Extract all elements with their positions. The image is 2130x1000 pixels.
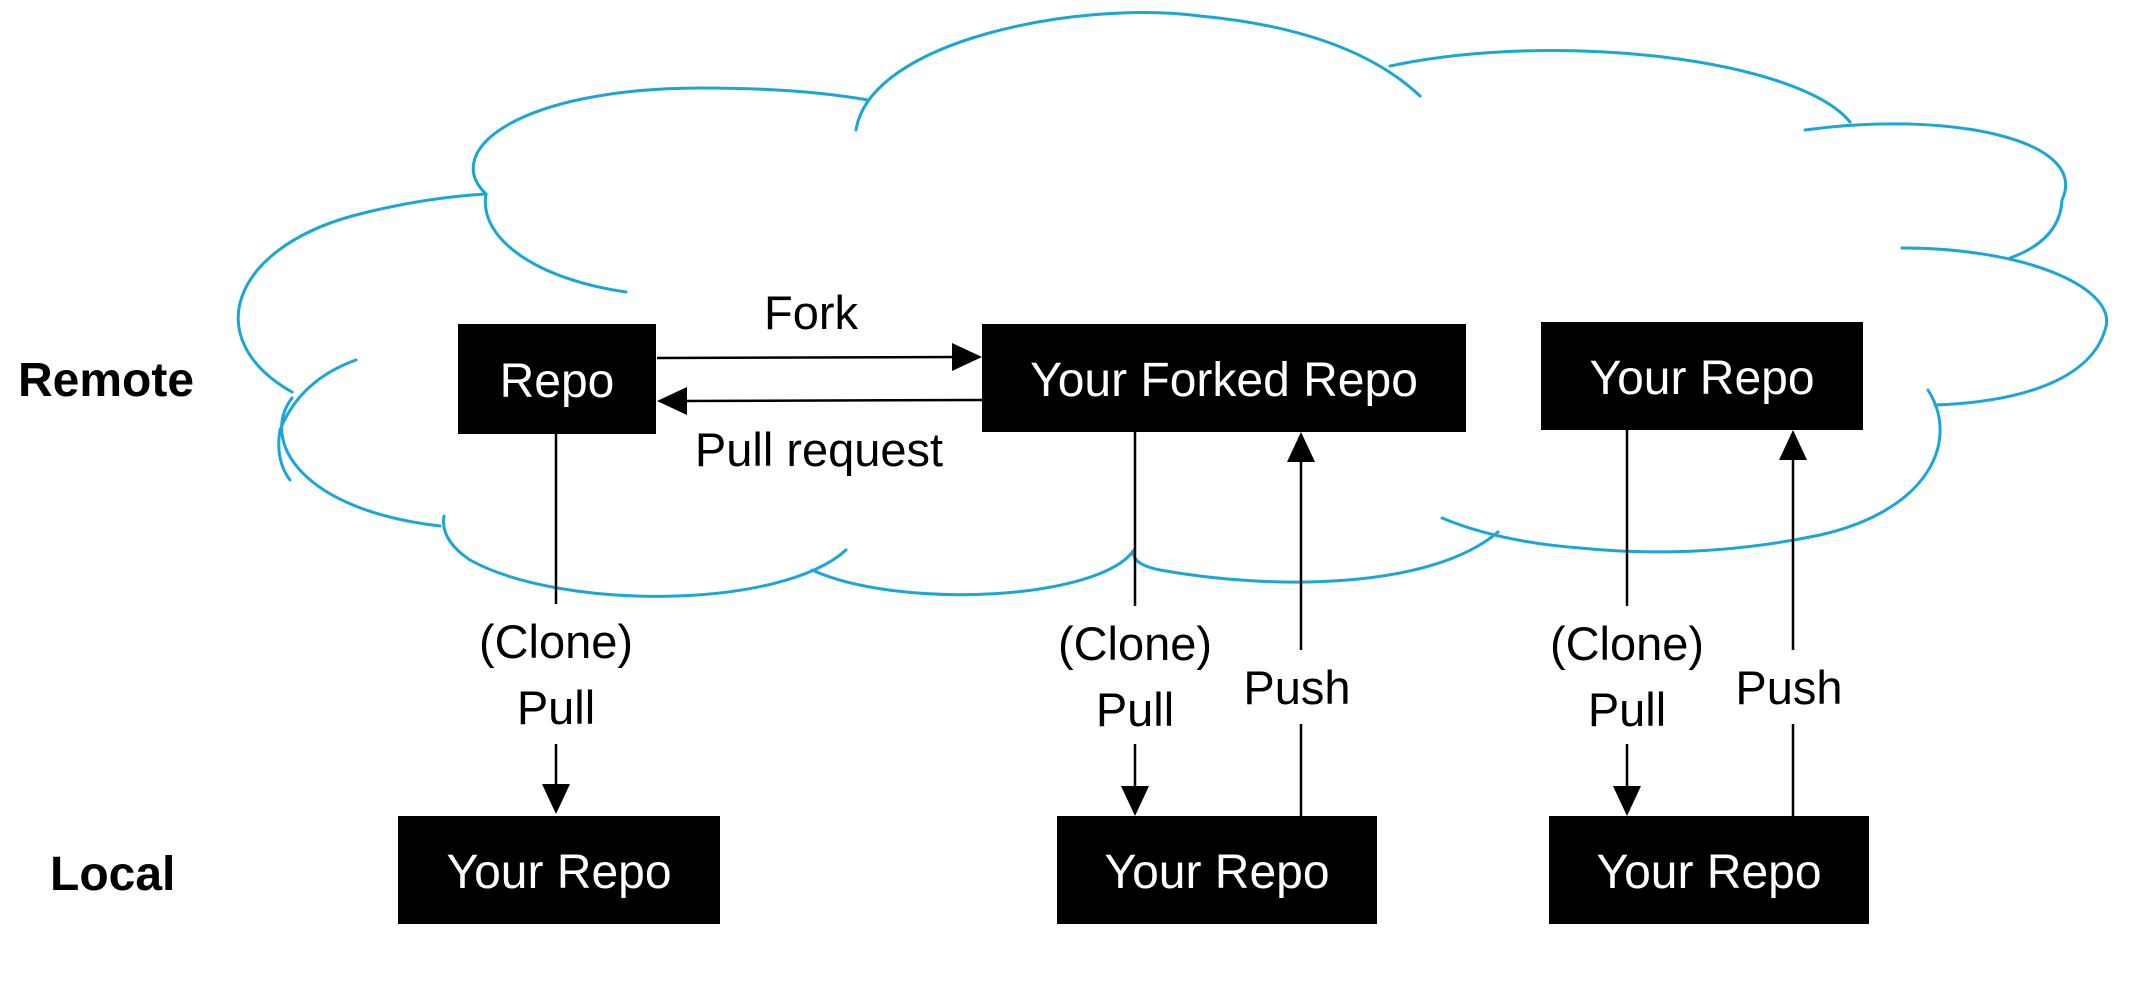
node-local-clone-upstream: Your Repo xyxy=(398,816,720,924)
node-upstream-repo-label: Repo xyxy=(500,355,615,408)
node-local-clone-fork: Your Repo xyxy=(1057,816,1377,924)
fork-arrowhead xyxy=(952,343,982,371)
push-fork-label: Push xyxy=(1243,661,1350,714)
remote-cloud xyxy=(236,11,2109,598)
node-own-remote-repo: Your Repo xyxy=(1541,322,1863,430)
pull-request-label: Pull request xyxy=(695,423,943,476)
node-local-clone-own-label: Your Repo xyxy=(1596,846,1821,899)
fork-label: Fork xyxy=(764,286,859,339)
node-local-clone-own: Your Repo xyxy=(1549,816,1869,924)
push-fork-arrowhead xyxy=(1287,432,1315,462)
clone-fork-label-line1: (Clone) xyxy=(1058,617,1212,670)
push-own-label: Push xyxy=(1735,661,1842,714)
connectors xyxy=(542,343,1807,816)
pull-request-arrowhead xyxy=(657,387,687,415)
node-local-clone-fork-label: Your Repo xyxy=(1104,846,1329,899)
clone-upstream-label-line2: Pull xyxy=(517,681,595,734)
node-local-clone-upstream-label: Your Repo xyxy=(446,846,671,899)
clone-fork-label-line2: Pull xyxy=(1096,683,1174,736)
node-own-remote-repo-label: Your Repo xyxy=(1589,352,1814,405)
node-forked-repo: Your Forked Repo xyxy=(982,324,1466,432)
pull-request-arrow-line xyxy=(683,398,983,403)
clone-upstream-arrowhead xyxy=(542,784,570,814)
clone-own-label-line1: (Clone) xyxy=(1550,617,1704,670)
fork-arrow-line xyxy=(656,355,961,360)
clone-fork-arrowhead xyxy=(1121,786,1149,816)
node-upstream-repo: Repo xyxy=(458,324,656,434)
local-label: Local xyxy=(50,848,175,901)
clone-own-label-line2: Pull xyxy=(1588,683,1666,736)
remote-label: Remote xyxy=(18,354,194,407)
node-forked-repo-label: Your Forked Repo xyxy=(1030,354,1418,407)
push-own-arrowhead xyxy=(1779,430,1807,460)
clone-upstream-label-line1: (Clone) xyxy=(479,615,633,668)
clone-own-arrowhead xyxy=(1613,786,1641,816)
